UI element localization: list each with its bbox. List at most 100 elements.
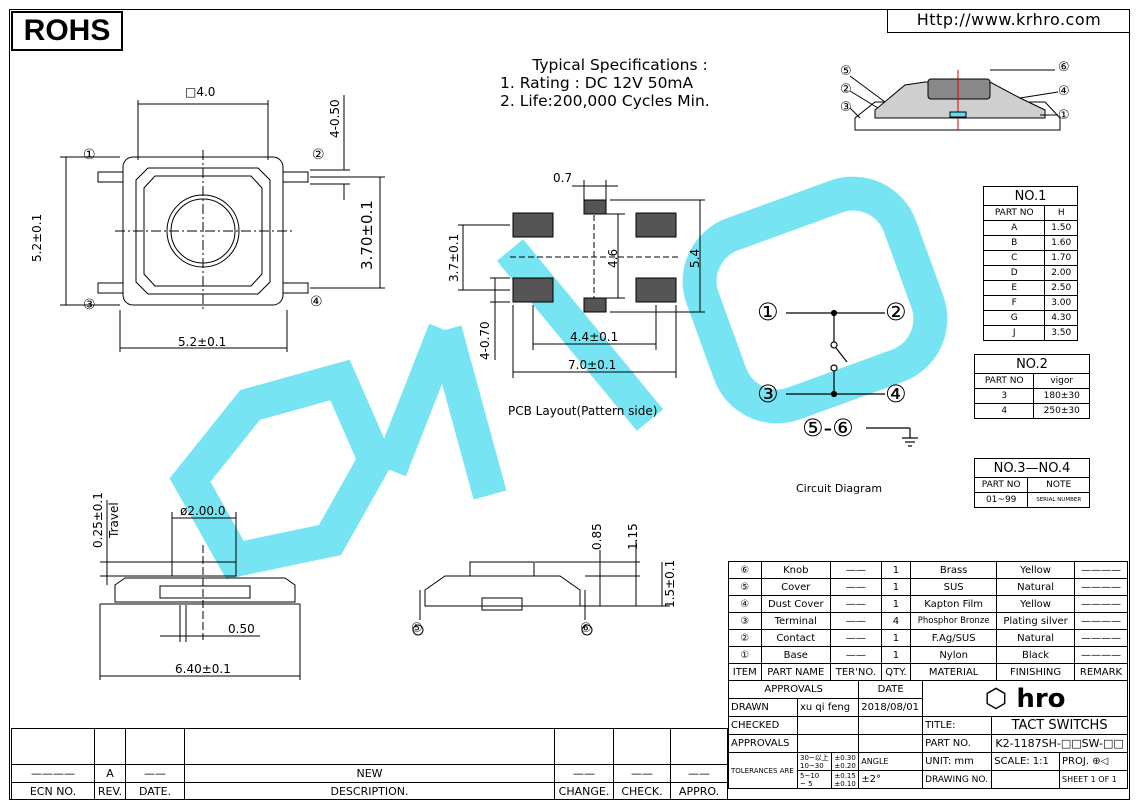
pcb-caption: PCB Layout(Pattern side) <box>508 404 658 418</box>
drawn-label: DRAWN <box>728 698 798 717</box>
no1-col2: H <box>1044 205 1078 221</box>
circuit-node-5-6: ⑤-⑥ <box>802 414 854 442</box>
change-value: —— <box>554 764 614 783</box>
bom-material: SUS <box>910 578 998 596</box>
iso-label-1: ① <box>1058 108 1070 123</box>
partno-label: PART NO. <box>922 734 993 753</box>
bom-item: ④ <box>728 595 762 613</box>
bom-head-ter: TER'NO. <box>830 663 882 681</box>
rev-value: A <box>94 764 126 783</box>
no1-part: G <box>982 310 1046 326</box>
no1-part: B <box>982 235 1046 251</box>
bom-material: Brass <box>910 561 998 579</box>
circuit-node-3: ③ <box>757 380 779 408</box>
drawn-date: 2018/08/01 <box>858 698 924 717</box>
dim-knob-dia: ø2.00.0 <box>180 504 226 518</box>
revision-block: ———— A —— NEW —— —— —— ECN NO. REV. DATE… <box>11 728 728 800</box>
bom-ter: —— <box>830 561 882 579</box>
bom-part: Contact <box>760 629 832 647</box>
bom-ter: —— <box>830 646 882 664</box>
bom-ter: —— <box>830 595 882 613</box>
typical-specifications: Typical Specifications : 1. Rating : DC … <box>470 56 770 110</box>
bom-finish: Yellow <box>996 561 1075 579</box>
tol-value: ±0.15 <box>834 771 856 780</box>
pcb-dim-0-7: 0.7 <box>553 171 573 185</box>
side-pin-6: ⑥ <box>580 621 592 636</box>
circuit-node-1: ① <box>757 298 779 326</box>
bom-finish: Black <box>996 646 1075 664</box>
specs-life: 2. Life:200,000 Cycles Min. <box>500 92 710 110</box>
no1-h: 1.70 <box>1044 250 1078 266</box>
drawing-no-label: DRAWING NO. <box>922 770 993 789</box>
bom-part: Knob <box>760 561 832 579</box>
no1-h: 2.50 <box>1044 280 1078 296</box>
iso-label-3: ③ <box>840 100 852 115</box>
bom-qty: 1 <box>880 578 912 596</box>
tol-value: ±0.10 <box>834 779 856 788</box>
tolerances-label: TOLERANCES ARE <box>728 752 798 789</box>
bom-material: Phosphor Bronze <box>910 612 998 630</box>
bom-remark: ———— <box>1074 612 1128 630</box>
no1-part: A <box>982 220 1046 236</box>
proj-label: PROJ. <box>1062 756 1089 767</box>
circuit-caption: Circuit Diagram <box>796 482 883 495</box>
approvals-header: APPROVALS <box>727 680 860 699</box>
sheet-label: SHEET 1 OF 1 <box>1059 770 1128 789</box>
bom-remark: ———— <box>1074 629 1128 647</box>
tol-range: ~ 5 <box>800 779 813 788</box>
no2-col1: PART NO <box>973 373 1035 389</box>
iso-label-5: ⑤ <box>840 64 852 79</box>
iso-label-4: ④ <box>1058 84 1070 99</box>
bom-part: Cover <box>760 578 832 596</box>
title-block: APPROVALS DATE ⬡ hro DRAWN xu qi feng 20… <box>727 680 1128 789</box>
bom-qty: 1 <box>880 629 912 647</box>
specs-title: Typical Specifications : <box>532 56 708 74</box>
scale-label: SCALE: 1:1 <box>991 752 1061 771</box>
iso-label-2: ② <box>840 82 852 97</box>
bom-head-qty: QTY. <box>880 663 912 681</box>
tol-values-2: ±0.15 ±0.10 <box>831 770 860 789</box>
bom-qty: 1 <box>880 595 912 613</box>
bom-qty: 4 <box>880 612 912 630</box>
no1-h: 4.30 <box>1044 310 1078 326</box>
bom-qty: 1 <box>880 561 912 579</box>
drawing-frame <box>9 9 1130 800</box>
bom-remark: ———— <box>1074 561 1128 579</box>
side-pin-5: ⑤ <box>411 621 423 636</box>
bom-head-item: ITEM <box>728 663 762 681</box>
company-url[interactable]: Http://www.krhro.com <box>887 9 1130 33</box>
no2-vigor: 180±30 <box>1033 388 1090 404</box>
rev-label: REV. <box>94 782 126 800</box>
no1-h: 3.50 <box>1044 325 1078 341</box>
no34-note: SERIAL NUMBER <box>1027 492 1090 508</box>
angle-value: ±2° <box>858 770 924 789</box>
no1-h: 1.60 <box>1044 235 1078 251</box>
bom-head-remark: REMARK <box>1074 663 1128 681</box>
bom-qty: 1 <box>880 646 912 664</box>
projection: PROJ. ⊕◁ <box>1059 752 1128 771</box>
bom-finish: Natural <box>996 578 1075 596</box>
rohs-badge: ROHS <box>11 11 123 51</box>
tol-ranges: 30~以上 10~30 <box>796 752 833 771</box>
bom-head-material: MATERIAL <box>910 663 998 681</box>
date-value: —— <box>125 764 185 783</box>
bom-head-part: PART NAME <box>760 663 832 681</box>
ecn-label: ECN NO. <box>11 782 95 800</box>
dim-bottom-width: 5.2±0.1 <box>178 335 227 349</box>
